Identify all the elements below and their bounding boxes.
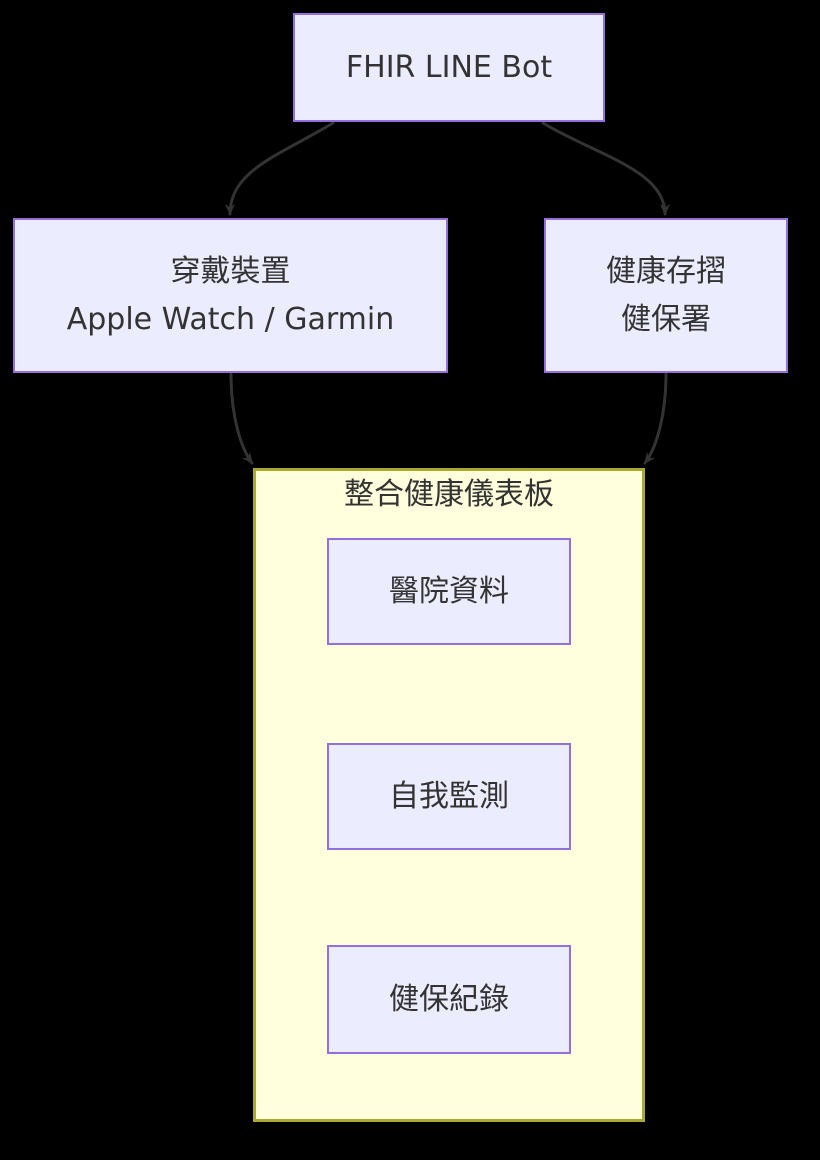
node-nhi-records: 健保紀錄 <box>327 945 571 1054</box>
node-health-passbook-label-line2: 健保署 <box>621 301 711 337</box>
edge-fhirbot-to-wearable <box>225 121 335 216</box>
node-self-monitoring: 自我監測 <box>327 743 571 850</box>
node-wearable-devices-label-line2: Apple Watch / Garmin <box>66 301 395 337</box>
node-nhi-records-label: 健保紀錄 <box>389 981 509 1017</box>
node-health-passbook: 健康存摺 健保署 <box>544 218 788 373</box>
edge-wearable-to-dashboard <box>229 372 254 465</box>
node-hospital-data: 醫院資料 <box>327 538 571 645</box>
node-self-monitoring-label: 自我監測 <box>389 778 509 814</box>
node-fhir-line-bot: FHIR LINE Bot <box>293 13 605 122</box>
node-hospital-data-label: 醫院資料 <box>389 573 509 609</box>
edge-healthpassbook-to-dashboard <box>643 372 668 465</box>
node-fhir-line-bot-label: FHIR LINE Bot <box>345 49 553 85</box>
node-wearable-devices-label-line1: 穿戴裝置 <box>170 253 291 289</box>
edge-fhirbot-to-healthpassbook <box>541 121 670 216</box>
node-wearable-devices: 穿戴裝置 Apple Watch / Garmin <box>13 218 448 373</box>
cluster-health-dashboard: 整合健康儀表板 醫院資料 自我監測 健保紀錄 <box>253 468 645 1122</box>
cluster-health-dashboard-title: 整合健康儀表板 <box>344 477 554 512</box>
node-health-passbook-label-line1: 健康存摺 <box>606 253 726 289</box>
